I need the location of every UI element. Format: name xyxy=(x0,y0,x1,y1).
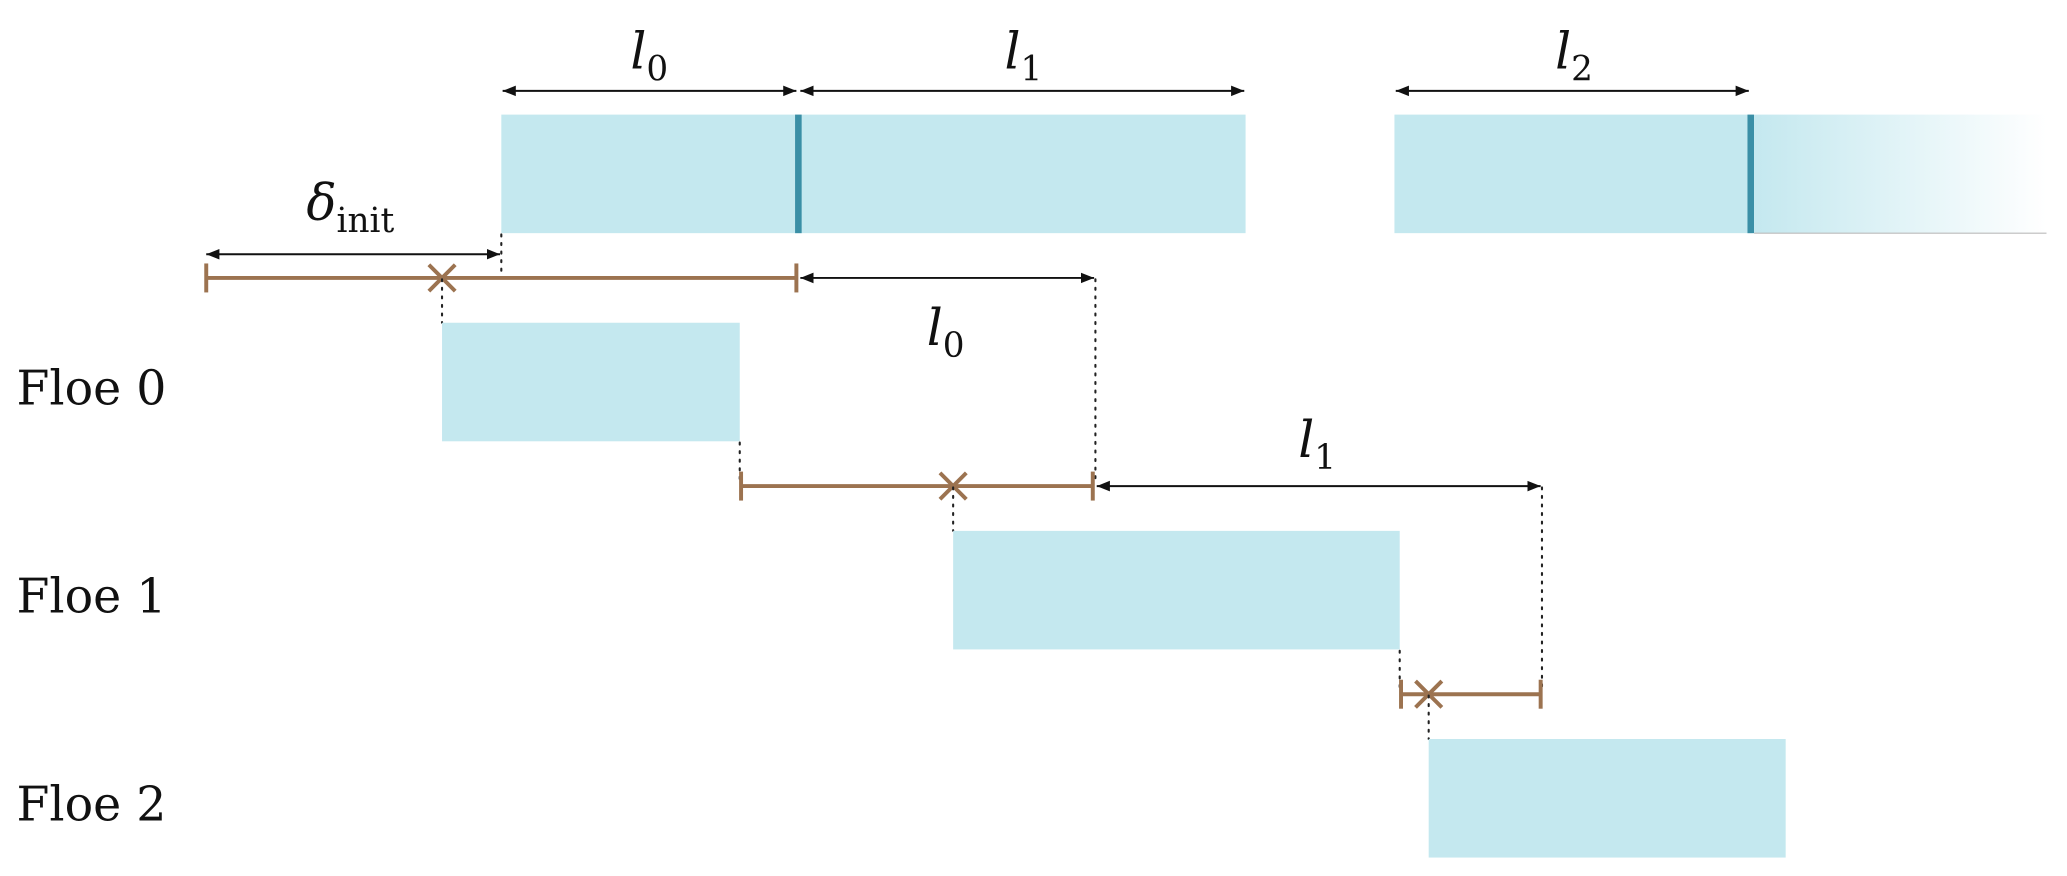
ice-segment-2 xyxy=(1394,114,1753,234)
floe-1-label: Floe 1 xyxy=(17,570,167,625)
ice-segment-0 xyxy=(501,114,1246,234)
label-l0-top: l0 xyxy=(630,22,668,89)
segment-0 xyxy=(204,263,799,293)
floe-0-label: Floe 0 xyxy=(17,361,167,416)
floe-0 xyxy=(442,322,740,442)
segment-2 xyxy=(1399,679,1543,709)
label-delta-init: δinit xyxy=(306,174,394,241)
label-l0-mid: l0 xyxy=(927,299,965,366)
label-l1-mid: l1 xyxy=(1298,411,1336,478)
floe-boundary-2 xyxy=(1747,114,1755,234)
floe-2 xyxy=(1428,739,1786,858)
floe-2-label: Floe 2 xyxy=(17,778,167,833)
label-l1-top: l1 xyxy=(1005,22,1043,89)
floe-boundary-0 xyxy=(795,114,802,234)
ice-fade xyxy=(1754,114,2047,234)
label-l2-top: l2 xyxy=(1555,22,1593,89)
floe-1 xyxy=(953,530,1400,650)
segment-1 xyxy=(739,471,1095,501)
